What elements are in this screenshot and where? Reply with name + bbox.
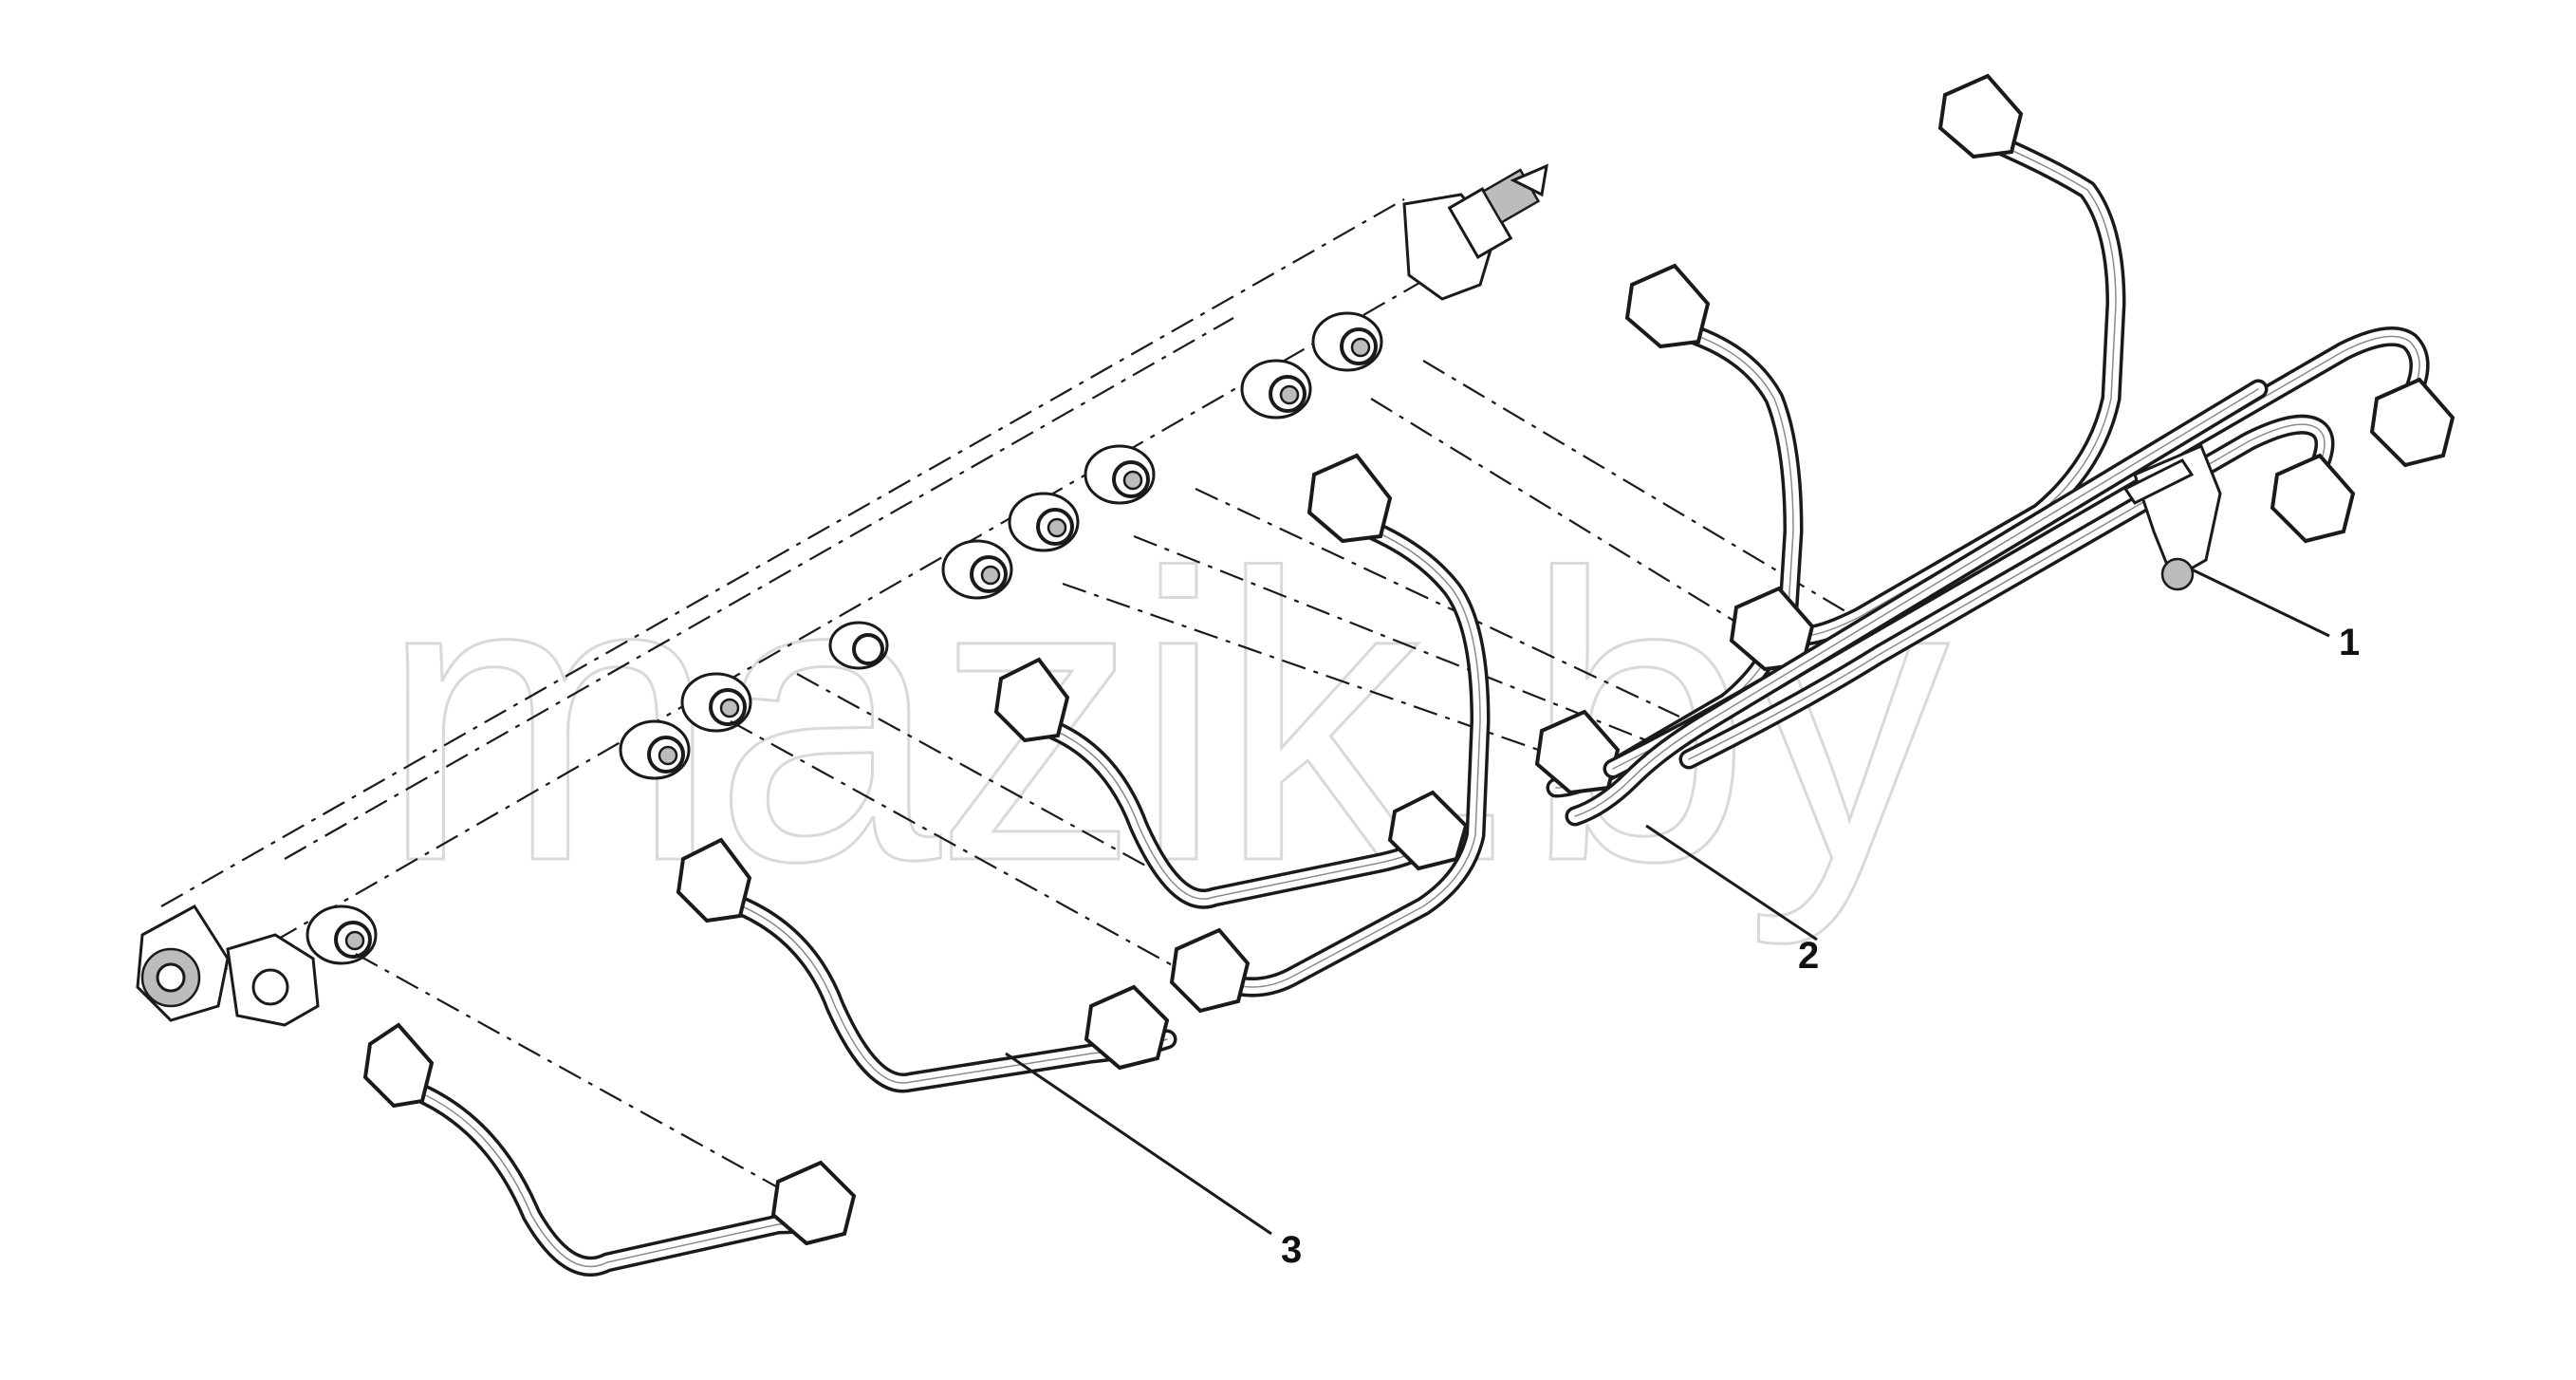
pipe-2b-nut-top: [1307, 453, 1393, 544]
leader-2: [1645, 824, 1818, 942]
pipe-1a-nut-top: [1624, 263, 1711, 349]
pipe-1d-nut-end: [2270, 453, 2356, 544]
injection-pipe-3a: [362, 1022, 857, 1277]
assembly-alignment-lines: [355, 360, 1856, 1202]
pressure-relief-valve: [136, 904, 320, 1027]
rail-port-2: [619, 719, 691, 780]
rail-port-7: [1084, 444, 1156, 505]
rail-port-4: [828, 621, 889, 670]
rail-port-3: [680, 672, 752, 733]
pressure-sensor: [1402, 163, 1548, 301]
rail-port-6: [1008, 492, 1080, 552]
pipe-1b-nut-top: [1937, 73, 2024, 159]
injection-pipe-2b: [1169, 453, 1491, 1014]
leader-1: [2191, 568, 2330, 638]
rail-port-5: [941, 539, 1013, 600]
pipe-3b-nut-top: [676, 837, 752, 923]
pipe-1c-nut-end: [2369, 377, 2456, 468]
pipe-3a-nut-bottom: [770, 1160, 857, 1246]
pipe-clamp: [2122, 444, 2222, 591]
injection-pipe-2a: [993, 657, 1469, 909]
leader-3: [1005, 1052, 1272, 1236]
callout-label-3: 3: [1281, 1229, 1302, 1271]
callout-label-2: 2: [1798, 935, 1819, 977]
injection-pipe-3b: [676, 837, 1177, 1093]
pipe-2a-nut-top: [993, 657, 1070, 743]
rail-port-9: [1311, 311, 1383, 372]
injection-pipe-1b: [1729, 73, 2126, 672]
fuel-rail: [136, 163, 1548, 1027]
rail-port-1: [306, 904, 378, 965]
rail-outline-bottom: [194, 274, 1434, 988]
pipe-3b-nut-bottom: [1084, 984, 1170, 1071]
rail-outlet-ports: [306, 311, 1383, 965]
callout-leaders: [1005, 568, 2330, 1236]
injection-pipe-1d: [1678, 414, 2356, 770]
rail-outline-top: [160, 198, 1405, 907]
rail-port-8: [1240, 359, 1312, 420]
pipe-2b-nut-bottom: [1169, 927, 1251, 1014]
injection-pipe-2c: [1565, 379, 2269, 827]
pipe-3a-nut-top: [362, 1022, 435, 1109]
callout-label-1: 1: [2339, 622, 2360, 663]
injection-pipe-1a: [1534, 263, 1804, 798]
rail-centerline: [284, 317, 1234, 860]
